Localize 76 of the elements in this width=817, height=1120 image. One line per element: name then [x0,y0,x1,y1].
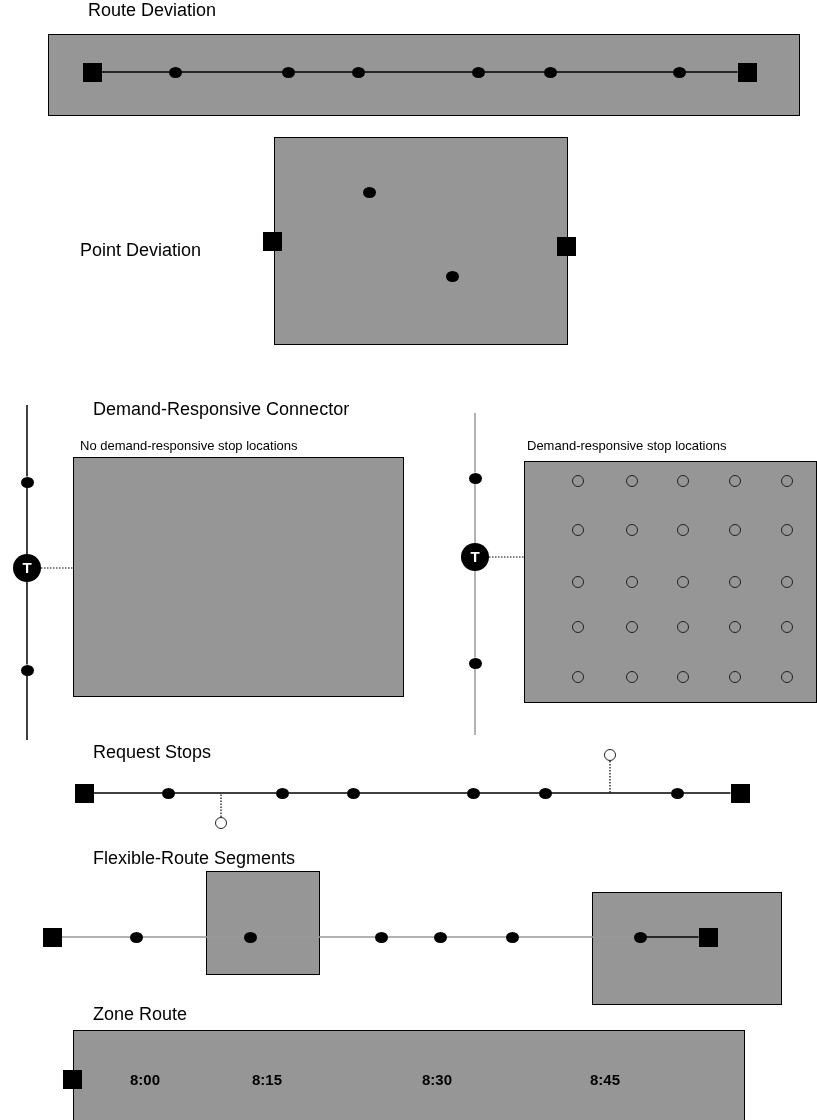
bus-stop-dot [20,664,34,676]
bus-stop-dot [433,931,447,943]
bus-stop-dot [168,66,182,78]
section-heading: Request Stops [93,742,212,763]
bus-stop-dot [362,186,376,198]
bus-stop-dot [672,66,686,78]
terminal-square [82,62,102,82]
route-line [474,667,476,736]
section-heading: Demand-Responsive Connector [93,399,350,420]
section-heading: Point Deviation [80,240,202,261]
terminal-square [42,927,62,947]
route-line [100,71,171,73]
route-line [286,792,349,794]
route-line [60,936,132,938]
route-line [683,71,739,73]
bus-stop-dot [161,787,175,799]
panel-heading: Zone Route [93,1004,188,1025]
route-line [362,71,474,73]
panel-heading: No demand-responsive stop locations [80,438,298,453]
route-line [474,570,476,659]
route-line [385,936,436,938]
bus-stop-dot [471,66,485,78]
bus-stop-dot [543,66,557,78]
bus-stop-dot [633,931,647,943]
bus-stop-dot [129,931,143,943]
route-line [26,486,28,555]
terminal-square [737,62,757,82]
terminal-square [62,1069,82,1089]
panel-heading: Demand-responsive stop locations [527,438,727,453]
route-line [549,792,673,794]
bus-stop-dot [275,787,289,799]
dotted-connector [609,760,611,794]
time-label: 8:30 [422,1071,452,1088]
bus-stop-dot [466,787,480,799]
terminal-square [698,927,718,947]
bus-stop-dot [20,476,34,488]
transfer-point-marker: T [13,554,41,582]
route-line [172,792,278,794]
terminal-square [730,783,750,803]
bus-stop-dot [468,657,482,669]
dotted-connector [40,567,74,569]
route-line [92,792,164,794]
bus-stop-dot [243,931,257,943]
route-line [26,581,28,666]
route-line [644,936,700,938]
route-line [482,71,546,73]
route-line [474,412,476,474]
section-heading: Flexible-Route Segments [93,848,296,869]
time-label: 8:45 [590,1071,620,1088]
route-line [474,482,476,544]
route-line [292,71,354,73]
bus-stop-dot [374,931,388,943]
bus-stop-dot [538,787,552,799]
bus-stop-dot [351,66,365,78]
route-line [26,404,28,478]
time-label: 8:00 [130,1071,160,1088]
bus-stop-dot [505,931,519,943]
dotted-connector [488,556,525,558]
transfer-point-marker: T [461,543,489,571]
route-line [477,792,541,794]
terminal-square [74,783,94,803]
time-label: 8:15 [252,1071,282,1088]
bus-stop-dot [346,787,360,799]
bus-stop-dot [670,787,684,799]
panel-heading: Route Deviation [88,0,217,21]
route-line [444,936,508,938]
route-line [554,71,675,73]
route-line [357,792,469,794]
bus-stop-dot [281,66,295,78]
route-line [179,71,284,73]
route-line [26,674,28,741]
route-line [681,792,732,794]
terminal-square [262,231,282,251]
bus-stop-dot [468,472,482,484]
bus-stop-dot [445,270,459,282]
dotted-connector [220,792,222,818]
